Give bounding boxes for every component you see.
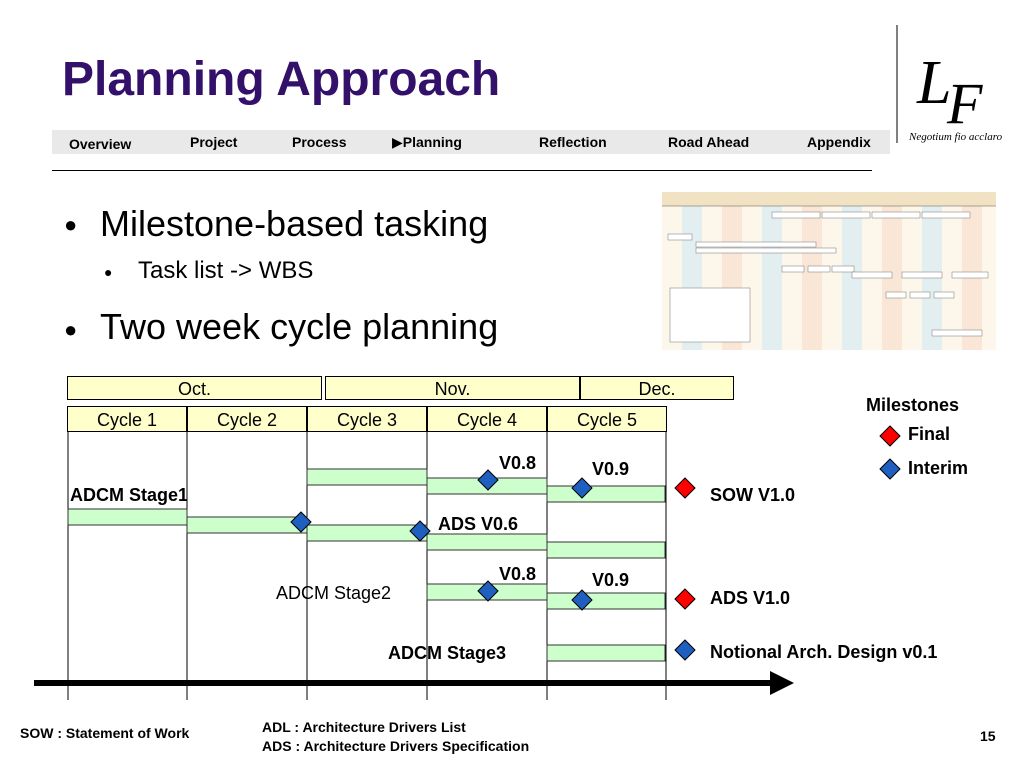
nav-process[interactable]: Process (292, 134, 347, 150)
footer-ads-definition: ADS : Architecture Drivers Specification (262, 738, 530, 754)
legend-interim-icon (879, 458, 901, 480)
nav-project[interactable]: Project (190, 134, 238, 150)
label-v09-stage1: V0.9 (592, 459, 630, 479)
svg-text:L: L (916, 49, 951, 117)
final-milestone-icon (674, 477, 696, 499)
nav-appendix[interactable]: Appendix (807, 134, 871, 150)
label-v09-stage2: V0.9 (592, 570, 630, 590)
logo-motto: Negotium fio acclaro (908, 131, 1003, 143)
nav-road-ahead[interactable]: Road Ahead (668, 134, 750, 150)
bullet-dot: ● (64, 212, 78, 237)
interim-milestone-icon (571, 589, 593, 611)
task-bar (306, 524, 428, 542)
sub-bullet-dot: ● (104, 264, 113, 280)
task-bar (306, 468, 428, 486)
interim-milestone-icon (477, 469, 499, 491)
label-adcm-stage3: ADCM Stage3 (388, 643, 507, 663)
interim-milestone-icon (290, 511, 312, 533)
bullet-dot: ● (64, 317, 78, 342)
timeline-arrow (34, 680, 774, 686)
legend-final-icon (879, 425, 901, 447)
sub-bullet-task-list: Task list -> WBS (138, 257, 314, 284)
task-bar (546, 644, 666, 662)
label-v08-stage1: V0.8 (499, 453, 537, 473)
task-bar (546, 592, 666, 610)
task-bar (546, 485, 666, 503)
month-dec: Dec. (580, 376, 734, 400)
legend-final-label: Final (908, 424, 951, 444)
bullet-milestone-tasking: Milestone-based tasking (100, 203, 489, 244)
label-adcm-stage2: ADCM Stage2 (276, 583, 392, 603)
cycle-5: Cycle 5 (547, 406, 667, 432)
legend-title: Milestones (866, 395, 960, 415)
month-oct: Oct. (67, 376, 322, 400)
label-ads-v10: ADS V1.0 (710, 588, 791, 608)
page-number: 15 (980, 728, 996, 744)
task-bar (426, 533, 548, 551)
nav-planning[interactable]: ▶Planning (392, 134, 462, 150)
interim-milestone-icon (477, 580, 499, 602)
label-v08-stage2: V0.8 (499, 564, 537, 584)
nav-overview[interactable]: Overview (69, 136, 132, 152)
slide-title: Planning Approach (62, 53, 501, 106)
label-adcm-stage1: ADCM Stage1 (70, 485, 189, 505)
svg-text:F: F (946, 71, 983, 136)
header-divider (52, 170, 872, 171)
cycle-1: Cycle 1 (67, 406, 187, 432)
schedule-thumbnail (662, 192, 996, 350)
task-bar (186, 516, 308, 534)
task-bar (546, 541, 666, 559)
interim-milestone-icon (571, 477, 593, 499)
interim-milestone-icon (409, 520, 431, 542)
timeline-arrow-head (770, 671, 794, 695)
lf-logo: L F Negotium fio acclaro (896, 25, 1003, 143)
footer-adl-definition: ADL : Architecture Drivers List (262, 719, 466, 735)
legend-interim-label: Interim (908, 458, 969, 478)
nav-bar: Overview Project Process ▶Planning Refle… (52, 130, 890, 154)
bullet-two-week-cycle: Two week cycle planning (100, 306, 499, 347)
label-ads-v06: ADS V0.6 (438, 514, 519, 534)
nav-reflection[interactable]: Reflection (539, 134, 607, 150)
interim-milestone-icon (674, 639, 696, 661)
cycle-3: Cycle 3 (307, 406, 427, 432)
cycle-2: Cycle 2 (187, 406, 307, 432)
footer-sow-definition: SOW : Statement of Work (20, 725, 190, 741)
final-milestone-icon (674, 588, 696, 610)
label-notional-design: Notional Arch. Design v0.1 (710, 642, 938, 662)
month-nov: Nov. (325, 376, 580, 400)
cycle-4: Cycle 4 (427, 406, 547, 432)
task-bar (67, 508, 188, 526)
label-sow-v10: SOW V1.0 (710, 485, 796, 505)
